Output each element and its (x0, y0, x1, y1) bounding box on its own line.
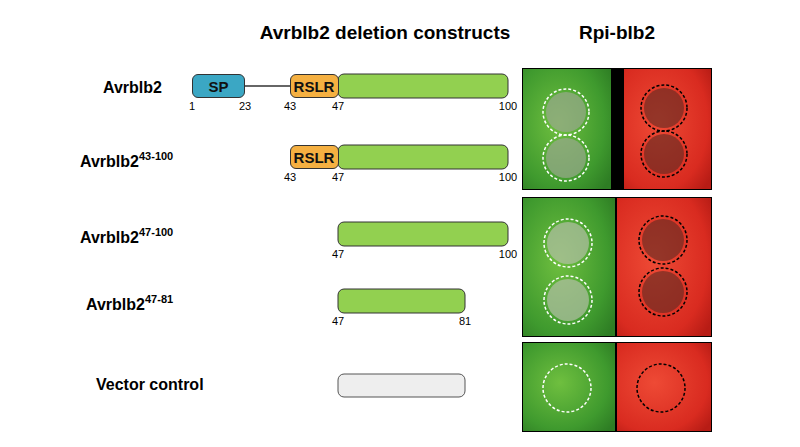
residue-number-group: 1 (189, 100, 195, 112)
residue-number: 43 (284, 100, 296, 112)
construct-name-group: Avrblb243-100 (80, 150, 173, 171)
residue-range: 47-81 (145, 293, 173, 305)
residue-number-group: 47 (332, 315, 344, 327)
residue-number: 100 (499, 248, 517, 260)
domain-label: RSLR (294, 149, 335, 166)
motif-box: RSLR (290, 145, 339, 169)
leaf-panel (522, 342, 712, 432)
effector-domain (338, 145, 508, 169)
residue-number: 100 (499, 100, 517, 112)
residue-number: 47 (332, 248, 344, 260)
residue-range: 43-100 (139, 150, 173, 162)
leaf-panel (522, 197, 712, 337)
construct-name: Vector control (96, 376, 204, 393)
residue-number-group: 100 (499, 100, 517, 112)
domain-label: RSLR (294, 78, 335, 95)
construct-name-group: Avrblb247-81 (86, 293, 173, 314)
construct-name: Avrblb2 (80, 153, 139, 170)
motif-box: RSLR (290, 74, 339, 98)
residue-number-group: 23 (239, 100, 251, 112)
residue-number-group: 43 (284, 171, 296, 183)
residue-number-group: 47 (332, 171, 344, 183)
domain-label: SP (208, 78, 228, 95)
residue-number-group: 47 (332, 248, 344, 260)
residue-number-group: 43 (284, 100, 296, 112)
empty-vector-bar (338, 374, 465, 397)
leaf-panel (522, 68, 712, 190)
effector-domain (338, 289, 465, 313)
residue-number-group: 100 (499, 248, 517, 260)
panel-heading: Avrblb2 deletion constructs (260, 22, 511, 44)
residue-number: 1 (189, 100, 195, 112)
construct-name-group: Avrblb247-100 (80, 226, 173, 247)
residue-number-group: 81 (459, 315, 471, 327)
construct-name-group: Vector control (96, 376, 204, 394)
residue-number: 23 (239, 100, 251, 112)
residue-number-group: 47 (332, 100, 344, 112)
linker-line (245, 85, 290, 87)
panel-heading: Rpi-blb2 (579, 22, 655, 43)
construct-name: Avrblb2 (80, 229, 139, 246)
residue-number: 100 (499, 171, 517, 183)
effector-domain (338, 222, 508, 246)
construct-name-group: Avrblb2 (103, 79, 162, 97)
residue-number-group: 100 (499, 171, 517, 183)
residue-number: 47 (332, 315, 344, 327)
residue-range: 47-100 (139, 226, 173, 238)
effector-domain (338, 74, 508, 98)
panel-heading-group: Rpi-blb2 (579, 22, 655, 44)
residue-number: 43 (284, 171, 296, 183)
residue-number: 81 (459, 315, 471, 327)
signal-peptide-box: SP (192, 74, 245, 98)
construct-name: Avrblb2 (86, 296, 145, 313)
residue-number: 47 (332, 171, 344, 183)
construct-name: Avrblb2 (103, 79, 162, 96)
residue-number: 47 (332, 100, 344, 112)
